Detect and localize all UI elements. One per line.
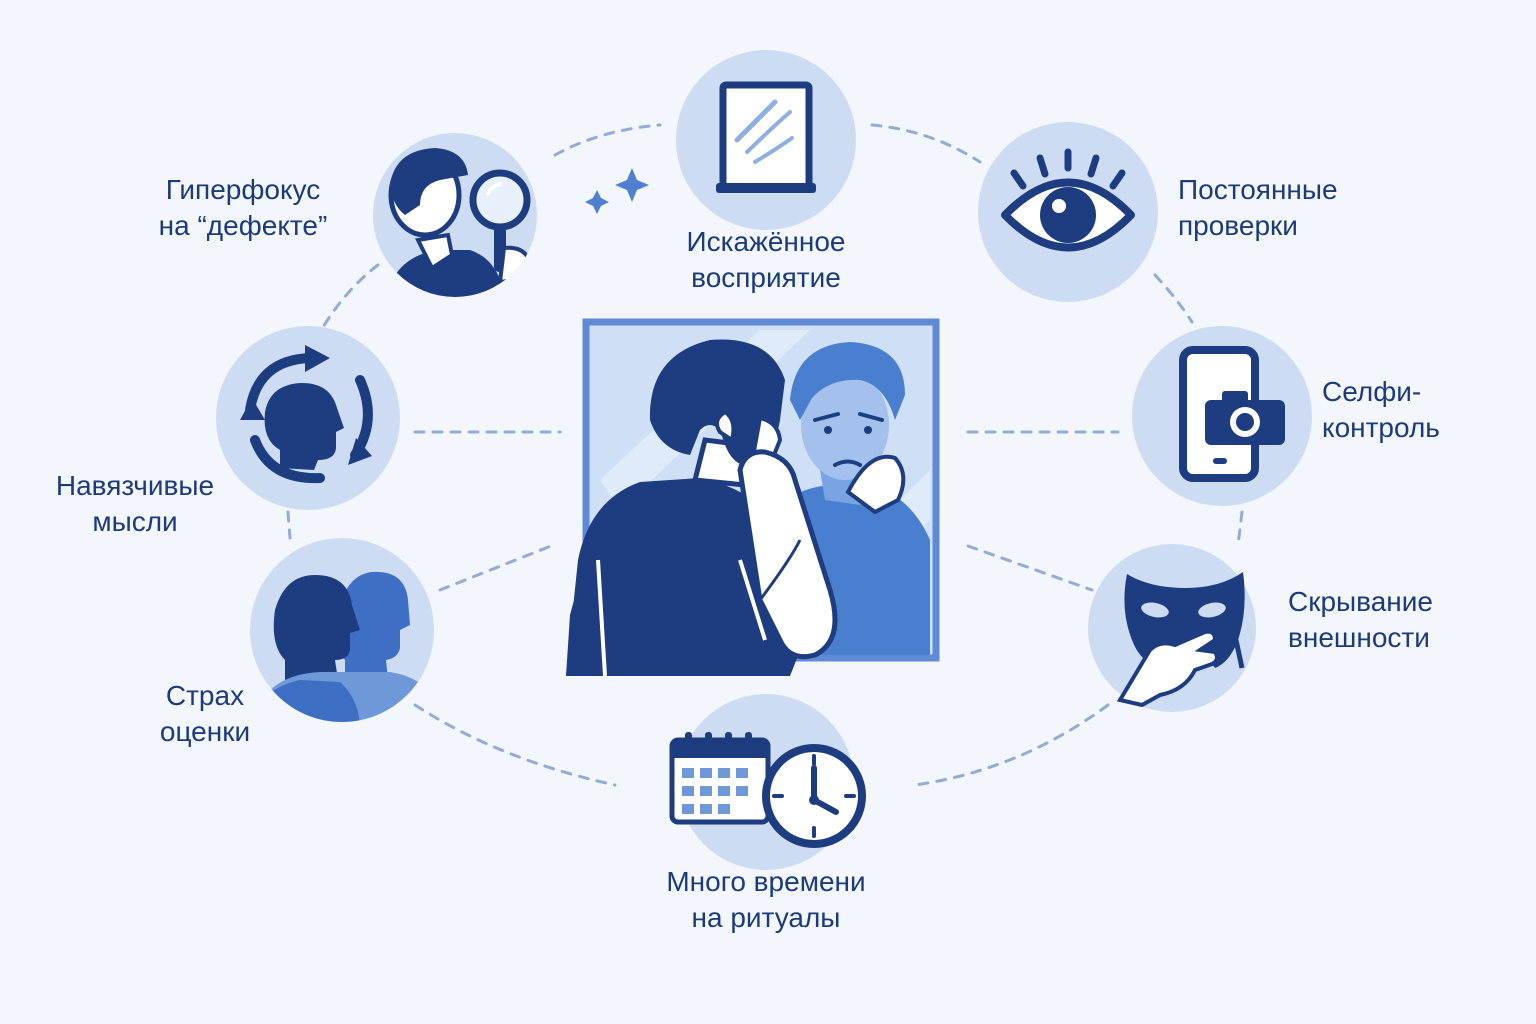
node-intrusive	[216, 326, 400, 510]
label-intrusive: Навязчивые мысли	[40, 468, 230, 540]
connector-hyper-distorted	[553, 123, 662, 157]
mirror-icon	[716, 81, 816, 193]
person	[566, 339, 838, 677]
connector-hiding-time	[913, 703, 1110, 787]
connector-hiding-center	[966, 544, 1094, 592]
label-time-line1: Много времени	[666, 866, 866, 897]
label-hyperfocus: Гиперфокус на “дефекте”	[148, 172, 338, 244]
node-hiding	[1088, 544, 1256, 712]
label-fear: Страх оценки	[135, 678, 275, 750]
label-selfie: Селфи- контроль	[1322, 374, 1482, 446]
label-selfie-line1: Селфи-	[1322, 376, 1422, 407]
connectors	[286, 123, 1244, 787]
label-hiding-line2: внешности	[1288, 622, 1430, 653]
mask-hand-icon	[1116, 572, 1245, 708]
label-distorted-line2: восприятие	[691, 262, 841, 293]
label-intrusive-line2: мысли	[92, 506, 178, 537]
label-distorted: Искажённое восприятие	[656, 224, 876, 296]
node-hyperfocus	[373, 133, 537, 297]
phone-camera-icon	[1179, 346, 1285, 482]
label-hyperfocus-line2: на “дефекте”	[158, 210, 328, 241]
label-checks: Постоянные проверки	[1178, 172, 1378, 244]
eye-icon	[1001, 148, 1135, 252]
label-fear-line1: Страх	[165, 680, 245, 711]
connector-selfie-hiding	[1236, 510, 1244, 547]
label-hiding: Скрывание внешности	[1288, 584, 1478, 656]
sparkle-icon	[585, 168, 649, 214]
node-checks	[978, 122, 1158, 302]
label-time-line2: на ритуалы	[691, 902, 841, 933]
person-mirror-illustration	[566, 318, 940, 677]
label-checks-line2: проверки	[1178, 210, 1298, 241]
connector-distorted-checks	[870, 123, 982, 164]
label-time: Много времени на ритуалы	[636, 864, 896, 936]
label-fear-line2: оценки	[159, 716, 251, 747]
connector-intrusive-fear	[286, 510, 292, 540]
label-hyperfocus-line1: Гиперфокус	[165, 174, 321, 205]
label-selfie-line2: контроль	[1322, 412, 1440, 443]
connector-fear-center	[438, 542, 558, 592]
label-distorted-line1: Искажённое	[686, 226, 846, 257]
magnifier-person-icon	[385, 148, 531, 297]
label-intrusive-line1: Навязчивые	[55, 470, 215, 501]
connector-checks-selfie	[1153, 273, 1194, 324]
calendar-clock-icon	[669, 732, 866, 848]
label-checks-line1: Постоянные	[1178, 174, 1338, 205]
cycle-head-icon	[240, 345, 373, 484]
node-fear	[250, 538, 434, 722]
connector-fear-time	[413, 703, 617, 787]
node-distorted	[676, 50, 856, 230]
node-time	[669, 694, 866, 870]
node-selfie	[1132, 326, 1312, 506]
connector-hyper-intrusive	[318, 263, 380, 334]
label-hiding-line1: Скрывание	[1288, 586, 1433, 617]
